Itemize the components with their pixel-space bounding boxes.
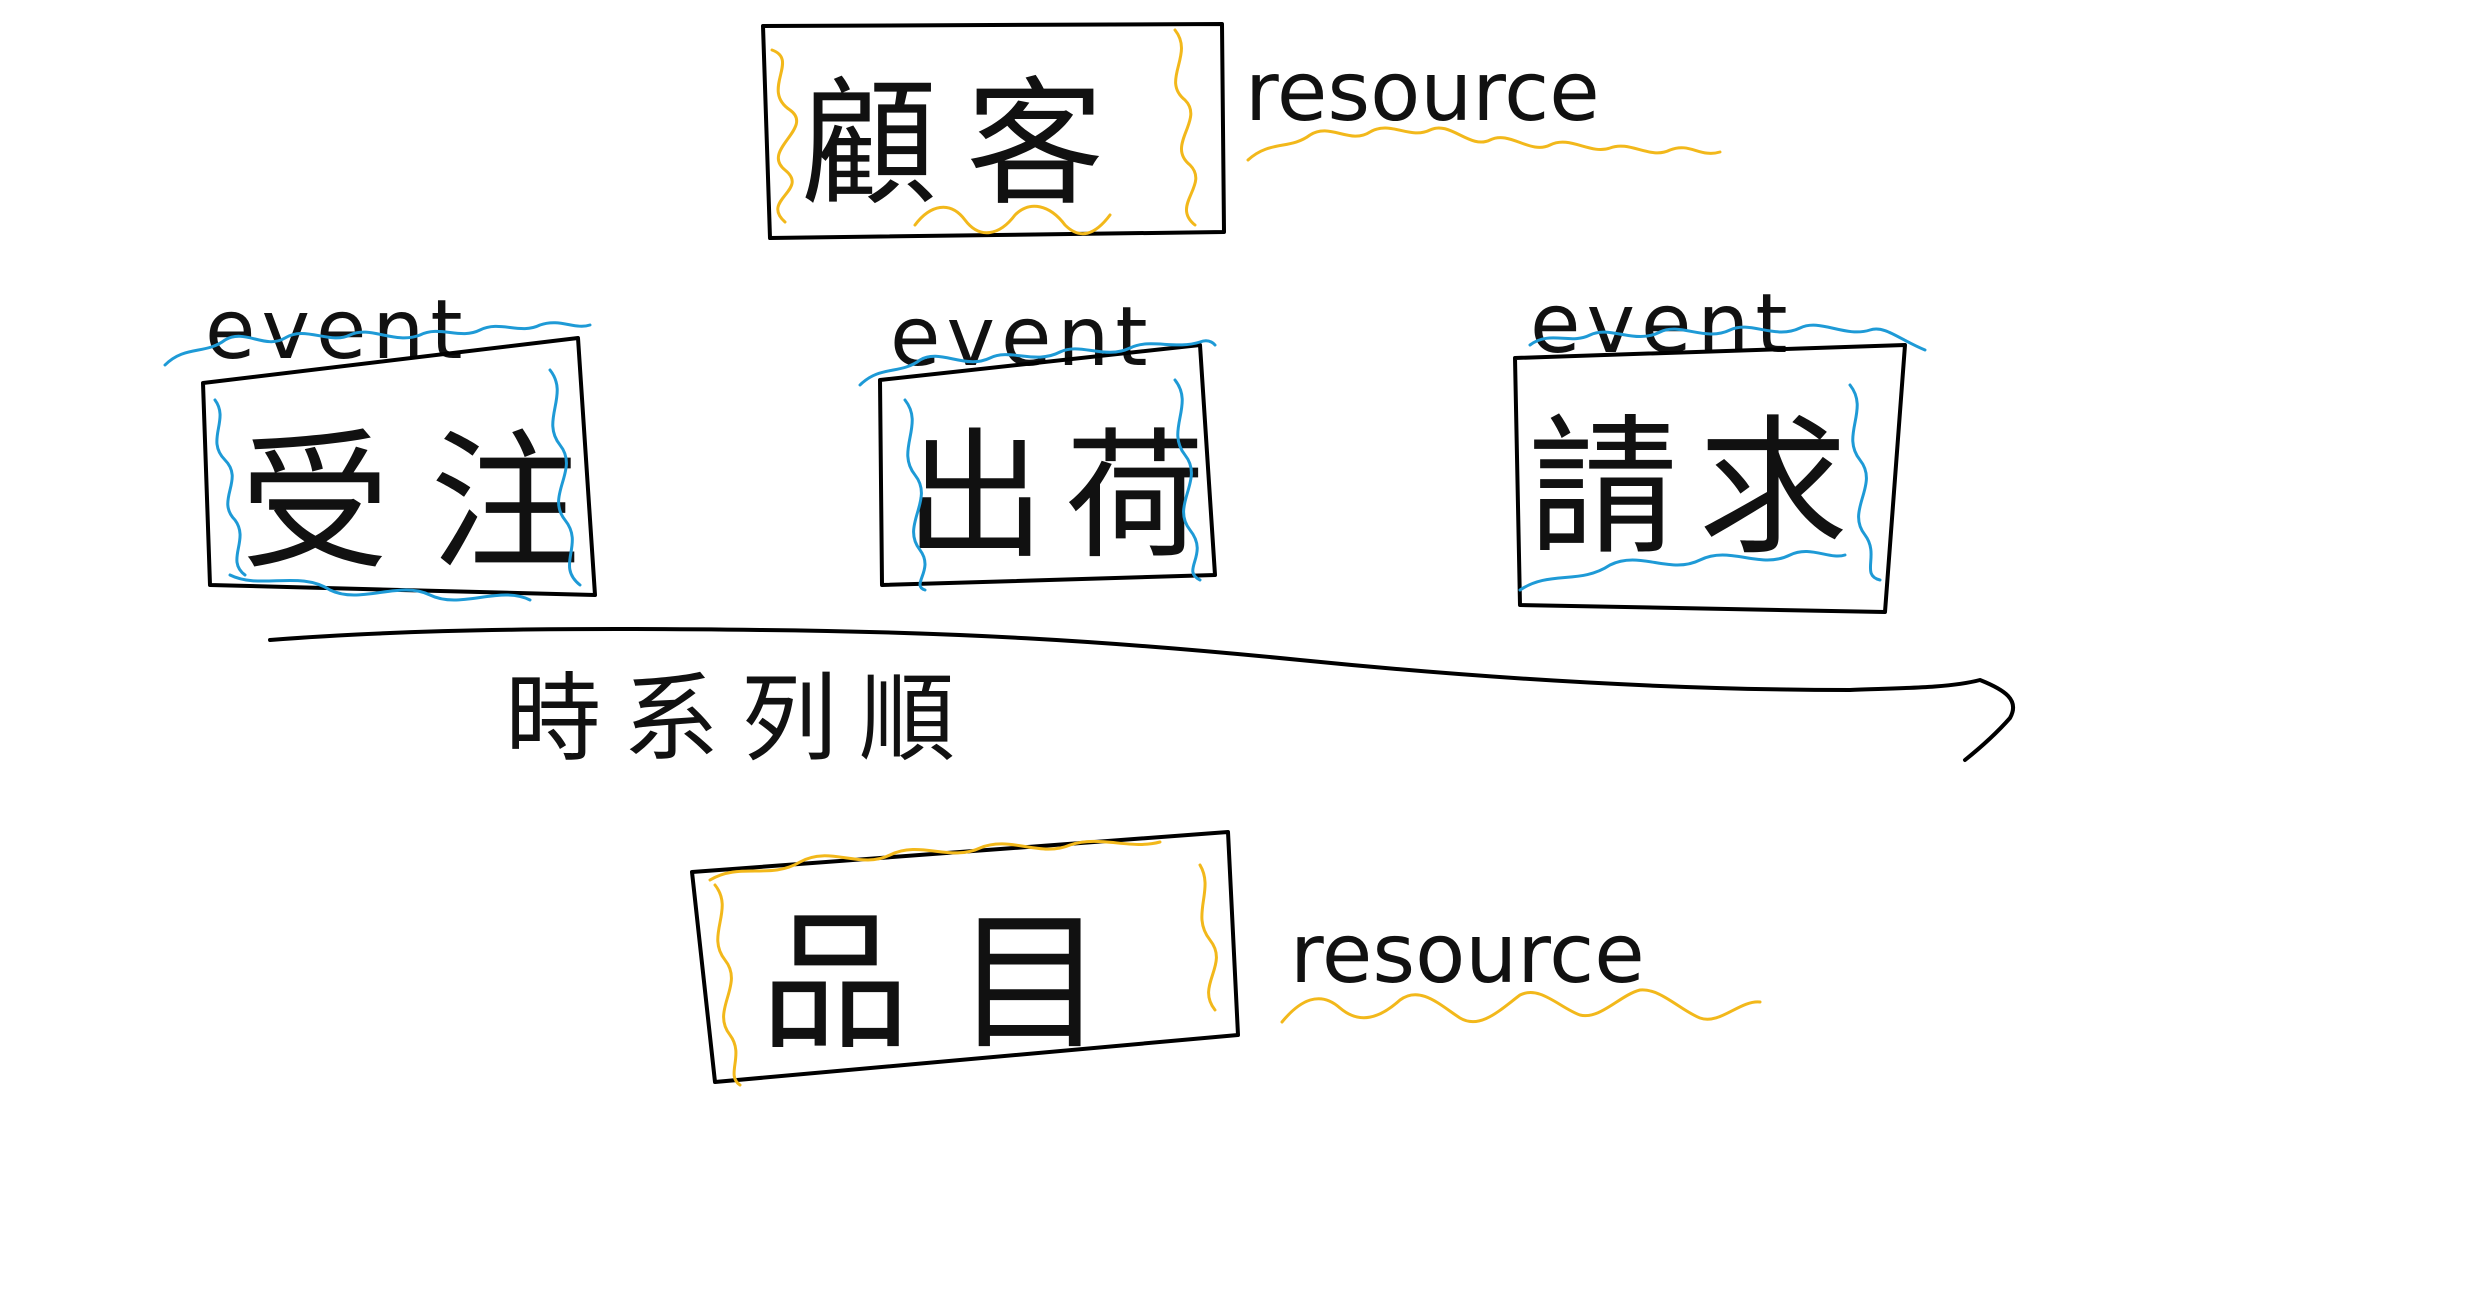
resource-customer-tag-underline (1246, 126, 1722, 162)
resource-product: 品目 resource (690, 830, 1762, 1087)
event-shipment-label: 出荷 (905, 416, 1225, 579)
timeline: 時系列順 (268, 627, 2016, 775)
event-shipment-highlight (858, 339, 1217, 592)
event-billing-label: 請求 (1528, 402, 1868, 576)
resource-product-box (690, 830, 1240, 1084)
resource-customer-box (761, 22, 1226, 240)
event-order-highlight (163, 321, 592, 602)
resource-customer: 顧客 resource (761, 22, 1722, 240)
resource-customer-highlight (770, 28, 1198, 236)
event-shipment: event 出荷 (858, 290, 1225, 592)
resource-customer-tag: resource (1245, 45, 1600, 140)
timeline-arrow (268, 627, 2016, 762)
event-order-label: 受注 (240, 417, 620, 591)
resource-product-tag: resource (1290, 907, 1645, 1002)
event-billing-box (1513, 343, 1907, 614)
event-order: event 受注 (163, 283, 620, 602)
resource-product-tag-underline (1280, 988, 1762, 1024)
event-order-tag: event (205, 283, 469, 378)
event-billing-highlight (1518, 323, 1927, 592)
resource-product-label: 品目 (760, 897, 1150, 1071)
resource-customer-label: 顧客 (800, 64, 1132, 225)
event-order-box (201, 336, 597, 597)
event-billing: event 請求 (1513, 277, 1927, 614)
event-shipment-tag: event (890, 290, 1154, 385)
event-shipment-box (878, 343, 1217, 587)
timeline-label: 時系列順 (505, 663, 977, 775)
resource-product-highlight (708, 839, 1218, 1087)
